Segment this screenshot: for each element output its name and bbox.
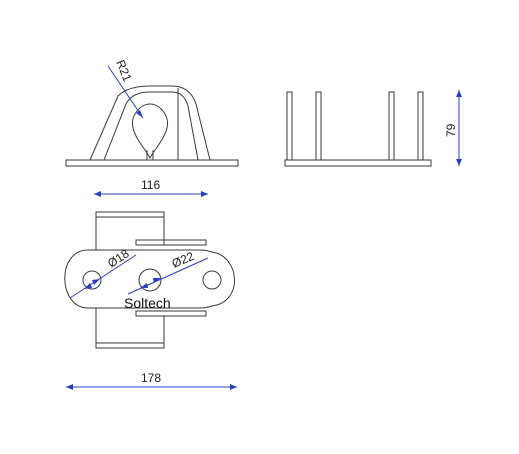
plan-lug-bottom-right [135, 310, 207, 317]
radius-label: R21 [113, 58, 134, 84]
front-width-label: 116 [141, 178, 160, 192]
front-base-plate [65, 159, 239, 167]
brand-label: Soltech [124, 295, 171, 311]
plan-hole-left [82, 270, 102, 290]
front-view [65, 85, 239, 167]
plan-lug-top-left [95, 211, 165, 218]
plan-width-dimension: 178 [66, 371, 237, 390]
side-lug-2 [315, 91, 322, 161]
front-lug-inner [103, 91, 199, 161]
plan-width-label: 178 [141, 371, 161, 385]
front-teardrop-hole [131, 103, 169, 160]
side-base-plate [284, 159, 432, 167]
side-lug-1 [286, 91, 293, 161]
plan-lug-top-right [135, 239, 207, 246]
plan-view [64, 211, 235, 349]
plan-body-outline [64, 249, 235, 309]
side-lug-4 [417, 91, 424, 161]
front-width-dimension: 116 [94, 178, 208, 197]
plan-lug-bottom-left [95, 342, 165, 349]
side-lug-3 [388, 91, 395, 161]
plan-hole-right [202, 270, 222, 290]
side-height-label: 79 [444, 123, 458, 137]
side-view [284, 91, 432, 167]
plan-hole-center [138, 268, 162, 292]
side-height-dimension: 79 [444, 90, 462, 166]
